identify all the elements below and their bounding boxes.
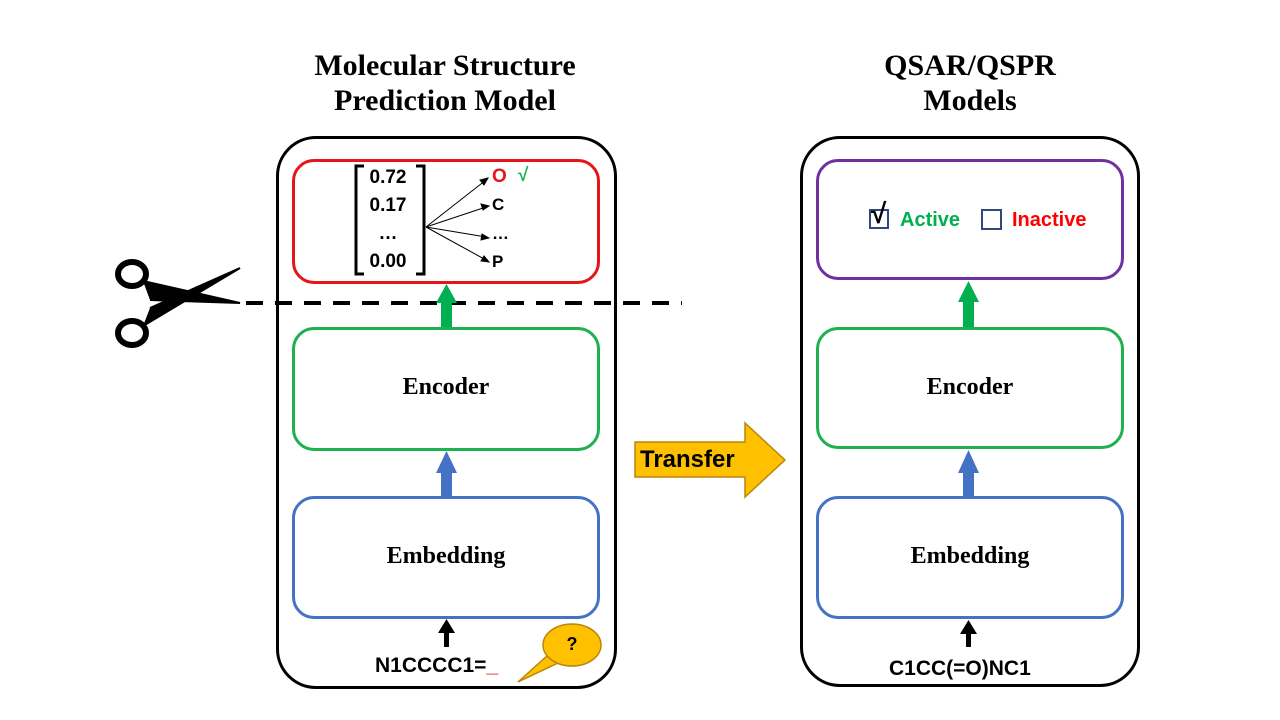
input-smiles-text: N1CCCC1=	[375, 654, 487, 677]
input-smiles-right: C1CC(=O)NC1	[889, 657, 1031, 680]
up-arrow-encoder-right	[958, 450, 979, 496]
embedding-label-left: Embedding	[386, 543, 506, 569]
up-arrow-input-right	[960, 620, 977, 647]
vector-value: 0.17	[369, 195, 407, 216]
input-smiles-left: N1CCCC1=_	[375, 654, 498, 678]
up-arrow-output	[436, 284, 457, 327]
scissors-icon	[115, 259, 241, 348]
left-model-panel	[276, 136, 617, 689]
right-bracket	[416, 164, 426, 276]
transfer-label: Transfer	[640, 446, 735, 473]
encoder-label-right: Encoder	[926, 374, 1014, 400]
right-title-line2: Models	[923, 84, 1017, 117]
inactive-label: Inactive	[1012, 209, 1087, 231]
encoder-box-right	[816, 327, 1124, 449]
inactive-checkbox-icon	[981, 209, 1002, 230]
right-model-panel	[800, 136, 1140, 687]
token-ellipsis: …	[492, 224, 509, 243]
encoder-box-left	[292, 327, 600, 451]
active-checkbox-icon	[869, 209, 889, 229]
token-c: C	[492, 195, 505, 214]
vector-value: …	[378, 223, 398, 244]
mask-token: _	[486, 654, 499, 677]
up-arrow-input-left	[438, 619, 455, 647]
up-arrow-encoder-left	[436, 451, 457, 496]
query-mark: ?	[566, 634, 578, 654]
token-o: O	[492, 166, 507, 187]
active-label: Active	[900, 209, 961, 231]
selected-mark: √	[518, 165, 529, 186]
vector-value: 0.72	[369, 167, 407, 188]
output-box	[292, 159, 600, 284]
encoder-label-left: Encoder	[402, 374, 490, 400]
right-title: QSAR/QSPR Models	[800, 48, 1140, 118]
embedding-box-right	[816, 496, 1124, 619]
embedding-box-left	[292, 496, 600, 619]
vector-value: 0.00	[369, 251, 407, 272]
left-title: Molecular Structure Prediction Model	[270, 48, 620, 118]
token-p: P	[492, 252, 504, 271]
up-arrow-classifier	[958, 281, 979, 327]
classifier-box	[816, 159, 1124, 280]
left-title-line1: Molecular Structure	[314, 49, 576, 82]
transfer-arrow	[634, 421, 787, 499]
check-mark: √	[871, 198, 887, 229]
left-bracket	[354, 164, 364, 276]
probability-vector: 0.72 0.17 … 0.00	[358, 164, 418, 276]
right-title-line1: QSAR/QSPR	[884, 49, 1056, 82]
embedding-label-right: Embedding	[910, 543, 1030, 569]
left-title-line2: Prediction Model	[334, 84, 556, 117]
token-arrows	[425, 177, 491, 263]
speech-bubble-icon	[517, 623, 602, 683]
